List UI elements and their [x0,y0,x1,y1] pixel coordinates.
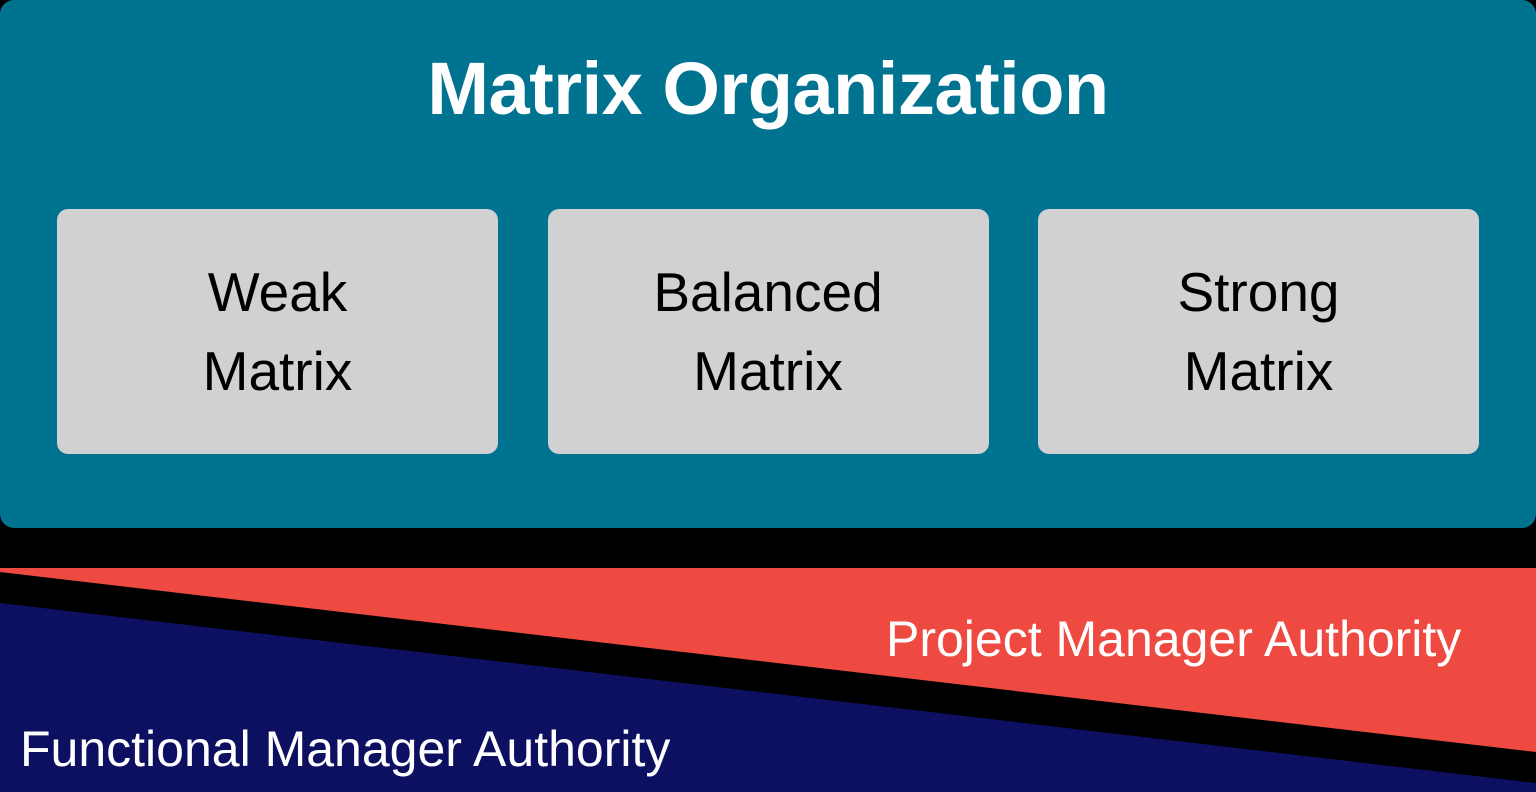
authority-gradient-section: Project Manager Authority Functional Man… [0,528,1536,792]
matrix-type-row: Weak Matrix Balanced Matrix Strong Matri… [57,209,1479,454]
matrix-card-weak[interactable]: Weak Matrix [57,209,498,454]
matrix-card-weak-line1: Weak [207,261,348,324]
matrix-card-strong-line1: Strong [1177,261,1340,324]
authority-wedges-graphic [0,568,1536,792]
matrix-card-balanced-line2: Matrix [693,339,843,402]
functional-manager-authority-wedge [0,603,1536,792]
matrix-card-weak-line2: Matrix [202,339,353,402]
matrix-card-balanced-line1: Balanced [653,261,883,324]
page-title: Matrix Organization [427,47,1109,130]
project-manager-authority-wedge [0,568,1536,752]
project-manager-authority-label: Project Manager Authority [886,611,1462,667]
matrix-card-strong-line2: Matrix [1183,339,1334,402]
matrix-card-balanced[interactable]: Balanced Matrix [547,209,989,454]
matrix-card-strong[interactable]: Strong Matrix [1038,209,1479,454]
functional-manager-authority-label: Functional Manager Authority [20,721,671,777]
matrix-panel: Matrix Organization Weak Matrix Balanced… [0,0,1536,528]
